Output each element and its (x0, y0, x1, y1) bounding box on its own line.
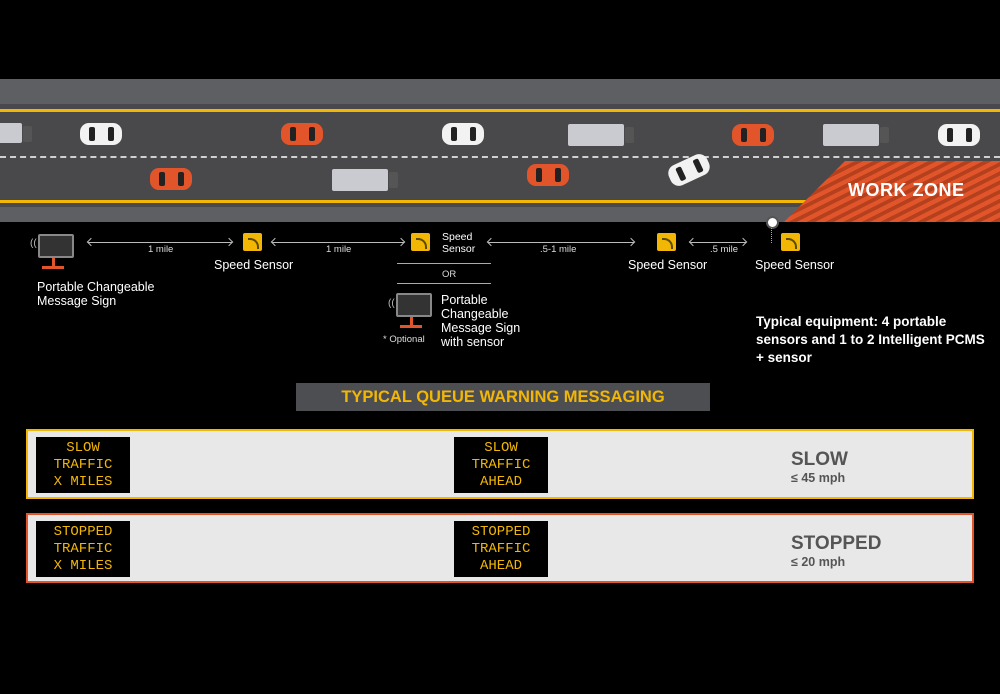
truck (823, 124, 889, 146)
car-window (692, 158, 704, 174)
speed-sensor-label: Speed Sensor (214, 258, 294, 272)
lane-divider-dashed (0, 156, 1000, 158)
car-window (947, 128, 953, 142)
messaging-heading: TYPICAL QUEUE WARNING MESSAGING (341, 388, 665, 406)
speed-sensor-icon (781, 233, 800, 251)
speed-sensor-icon (411, 233, 430, 251)
vms-line: X MILES (53, 558, 113, 574)
vms-sign-near: STOPPED TRAFFIC AHEAD (454, 521, 548, 577)
red-car (281, 123, 323, 145)
car-window (760, 128, 766, 142)
sign-base-icon (42, 266, 64, 269)
divider (397, 263, 491, 264)
vms-line: X MILES (53, 474, 113, 490)
speed-sensor-icon (243, 233, 262, 251)
distance-label: .5-1 mile (540, 244, 577, 255)
sign-base-icon (400, 325, 422, 328)
car-window (290, 127, 296, 141)
white-car (80, 123, 122, 145)
truck (0, 123, 32, 143)
yellow-edge-line-bottom (0, 200, 1000, 203)
distance-label: .5 mile (710, 244, 738, 255)
work-zone-start-marker (766, 216, 779, 229)
road-shoulder-bottom (0, 207, 1000, 222)
truck-cab (880, 127, 889, 143)
yellow-edge-line-top (0, 109, 1000, 112)
distance-label: 1 mile (148, 244, 174, 255)
speed-sensor-icon (657, 233, 676, 251)
truck (332, 169, 398, 191)
red-car (527, 164, 569, 186)
pcms-label: Portable Changeable Message Sign (37, 280, 155, 308)
distance-arrow (272, 242, 404, 243)
distance-label: 1 mile (326, 244, 352, 255)
status-threshold: ≤ 20 mph (791, 555, 846, 569)
car-window (159, 172, 165, 186)
truck-cab (389, 172, 398, 188)
truck-cab (625, 127, 634, 143)
message-sign-icon (396, 293, 432, 317)
stopped-message-panel: STOPPED TRAFFIC X MILES STOPPED TRAFFIC … (26, 513, 974, 583)
vms-sign-upstream: STOPPED TRAFFIC X MILES (36, 521, 130, 577)
vms-line: TRAFFIC (53, 457, 113, 473)
truck (568, 124, 634, 146)
car-window (966, 128, 972, 142)
vms-line: STOPPED (471, 524, 531, 540)
status-title: STOPPED (791, 533, 882, 554)
work-zone-label: WORK ZONE (848, 180, 965, 200)
vms-line: AHEAD (479, 474, 522, 490)
car-window (89, 127, 95, 141)
divider (397, 283, 491, 284)
optional-pcms-label: Portable Changeable Message Sign with se… (441, 293, 521, 349)
distance-arrow (88, 242, 232, 243)
signal-waves-icon: (( (388, 298, 395, 309)
car-window (555, 168, 561, 182)
distance-arrow (488, 242, 634, 243)
signal-waves-icon: (( (30, 238, 37, 249)
red-car (150, 168, 192, 190)
white-car (442, 123, 484, 145)
car-window (108, 127, 114, 141)
highway-road: WORK ZONE (0, 79, 1000, 222)
status-threshold: ≤ 45 mph (791, 471, 846, 485)
vms-line: SLOW (484, 440, 518, 456)
status-title: SLOW (791, 449, 848, 470)
speed-sensor-label: Speed Sensor (755, 258, 835, 272)
red-car (732, 124, 774, 146)
vms-line: STOPPED (53, 524, 113, 540)
speed-sensor-label: Speed Sensor (628, 258, 708, 272)
white-car (938, 124, 980, 146)
car-window (309, 127, 315, 141)
sign-stand-icon (410, 317, 413, 326)
car-window (536, 168, 542, 182)
vms-line: SLOW (66, 440, 100, 456)
or-label: OR (442, 269, 457, 280)
typical-equipment-note: Typical equipment: 4 portable sensors an… (756, 314, 985, 365)
vms-line: TRAFFIC (53, 541, 113, 557)
optional-note: * Optional (383, 334, 425, 345)
marker-leader-line (771, 228, 772, 243)
car-window (451, 127, 457, 141)
distance-arrow (690, 242, 746, 243)
car-window (741, 128, 747, 142)
message-sign-icon (38, 234, 74, 258)
vms-line: AHEAD (479, 558, 522, 574)
sign-stand-icon (52, 258, 55, 267)
vms-line: TRAFFIC (471, 541, 531, 557)
car-window (470, 127, 476, 141)
vms-line: TRAFFIC (471, 457, 531, 473)
messaging-heading-bar: TYPICAL QUEUE WARNING MESSAGING (296, 383, 710, 411)
car-window (675, 166, 687, 182)
vms-sign-near: SLOW TRAFFIC AHEAD (454, 437, 548, 493)
road-shoulder-top (0, 79, 1000, 104)
truck-cab (23, 126, 32, 142)
vms-sign-upstream: SLOW TRAFFIC X MILES (36, 437, 130, 493)
car-window (178, 172, 184, 186)
speed-sensor-label: Speed Sensor (442, 231, 476, 255)
slow-message-panel: SLOW TRAFFIC X MILES SLOW TRAFFIC AHEAD … (26, 429, 974, 499)
